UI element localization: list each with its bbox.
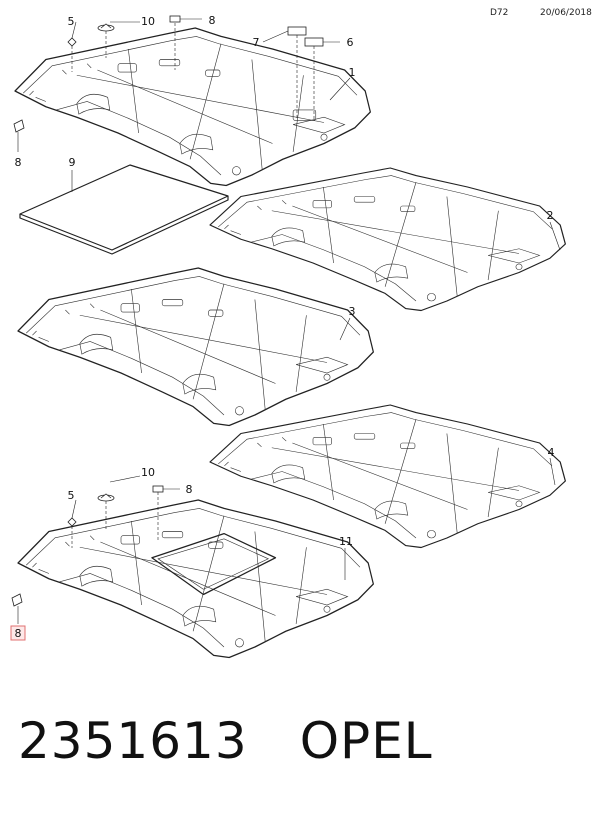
diagram-code: D72 (490, 8, 509, 18)
headliner-part-1 (14, 27, 371, 187)
callout-5-top: 5 (68, 15, 75, 28)
callout-3: 3 (349, 305, 356, 318)
headliner-part-11-sunroof (17, 499, 374, 659)
diagram-date: 20/06/2018 (540, 8, 592, 18)
callout-5-bottom: 5 (68, 489, 75, 502)
insulation-pad-part-9 (19, 164, 229, 255)
callout-10-bottom: 10 (141, 466, 155, 479)
callout-11: 11 (339, 535, 353, 548)
callout-8-highlighted: 8 (15, 627, 22, 640)
callout-2: 2 (547, 209, 554, 222)
headliner-part-3 (17, 267, 374, 427)
fastener-parts-bottom (11, 485, 164, 607)
highlighted-callout-box (10, 625, 26, 641)
callout-8-top: 8 (209, 14, 216, 27)
callout-8-bottom: 8 (186, 483, 193, 496)
part-number: 2351613 (18, 712, 248, 770)
callout-7: 7 (253, 36, 260, 49)
sunroof-opening (151, 532, 277, 596)
callout-8-left: 8 (15, 156, 22, 169)
callout-4: 4 (548, 446, 555, 459)
callout-9: 9 (69, 156, 76, 169)
headliner-part-2 (209, 167, 566, 312)
callout-6: 6 (347, 36, 354, 49)
brand-name: OPEL (299, 712, 433, 770)
part-info-footer: 2351613 OPEL (18, 712, 433, 770)
callout-10-top: 10 (141, 15, 155, 28)
headliner-exploded-diagram: 5 10 8 7 6 1 8 9 2 3 4 10 8 5 11 8 (10, 14, 566, 659)
callout-1: 1 (349, 66, 356, 79)
